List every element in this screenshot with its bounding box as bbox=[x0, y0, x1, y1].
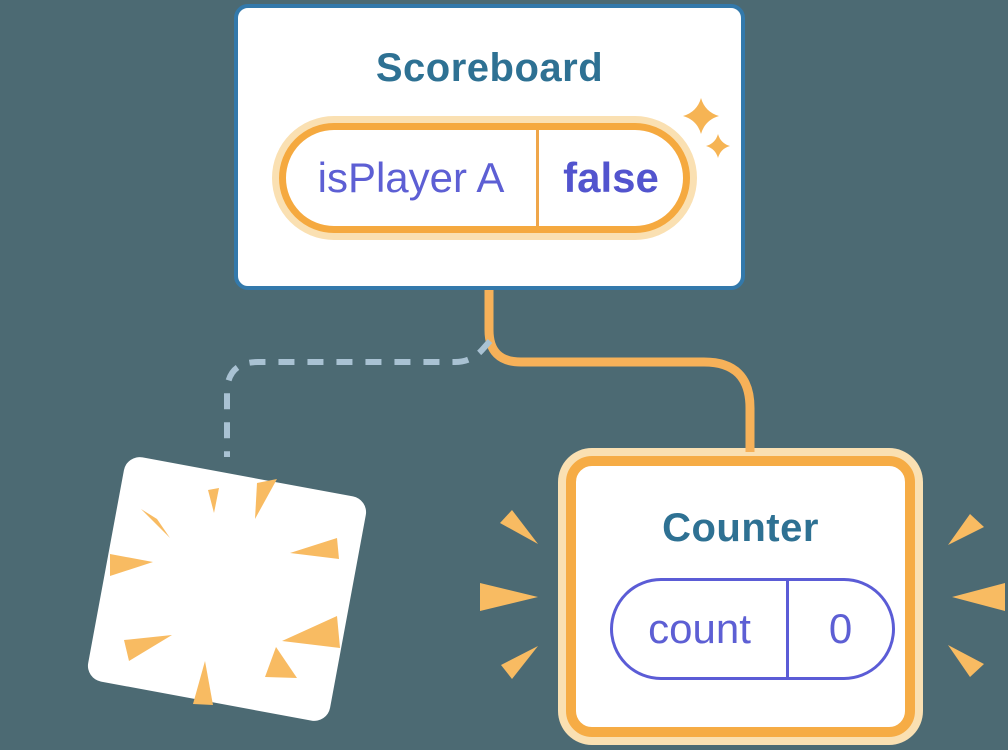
counter-title: Counter bbox=[662, 506, 819, 550]
counter-component-card: Counter count 0 bbox=[566, 456, 915, 737]
scoreboard-component-card: Scoreboard isPlayer A false bbox=[234, 4, 745, 290]
connector-line-dashed-to-destroyed bbox=[224, 339, 493, 457]
state-value-label: 0 bbox=[828, 605, 853, 652]
state-name-label: isPlayer A bbox=[317, 154, 505, 201]
state-name-label: count bbox=[648, 605, 751, 652]
state-value-label: false bbox=[563, 154, 659, 201]
burst-marks-icon-left bbox=[480, 510, 538, 679]
connector-line-scoreboard-to-counter bbox=[484, 290, 755, 452]
counter-state-pill: count 0 bbox=[610, 578, 895, 680]
burst-marks-icon-right bbox=[948, 514, 1005, 677]
scoreboard-title: Scoreboard bbox=[375, 46, 604, 90]
pill-divider bbox=[536, 130, 539, 226]
scoreboard-state-pill: isPlayer A false bbox=[279, 123, 690, 233]
destroyed-component-card bbox=[85, 454, 369, 724]
pill-divider bbox=[786, 581, 789, 677]
